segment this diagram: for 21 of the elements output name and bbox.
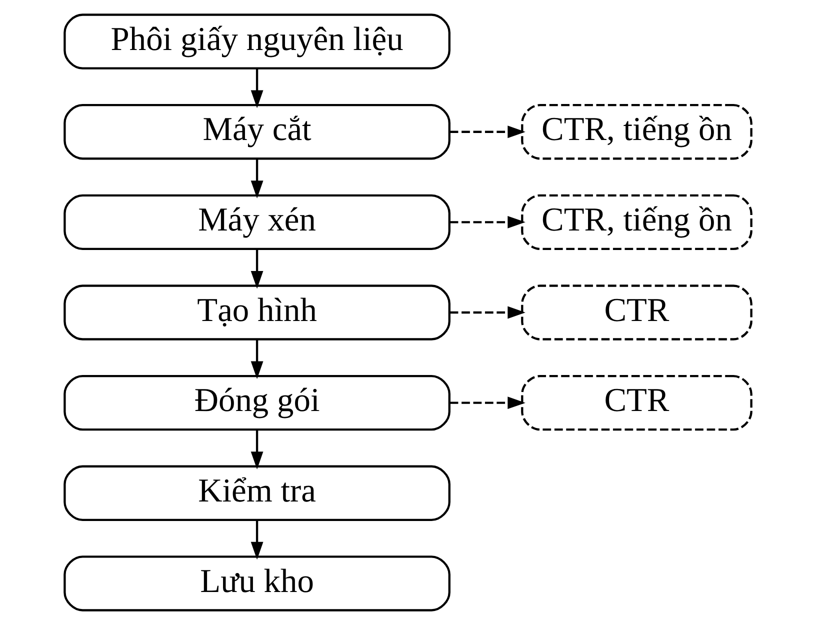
arrow <box>250 339 263 380</box>
arrow <box>449 396 525 410</box>
node-box: CTR, tiếng ồn <box>520 194 752 250</box>
arrow <box>250 249 263 289</box>
node-box: Máy xén <box>63 194 450 250</box>
node-box: CTR <box>520 374 752 431</box>
arrow <box>250 158 263 198</box>
node-box: Kiểm tra <box>63 465 450 521</box>
arrow <box>250 68 263 108</box>
node-box: CTR <box>520 284 752 340</box>
arrow <box>449 126 525 138</box>
node-box: CTR, tiếng ồn <box>520 104 752 160</box>
node-box: Máy cắt <box>63 104 450 160</box>
arrow <box>449 306 525 319</box>
arrow <box>250 520 263 560</box>
arrow <box>449 216 525 228</box>
arrow <box>250 430 263 470</box>
node-box: Đóng gói <box>63 374 450 431</box>
node-box: Tạo hình <box>63 284 450 340</box>
node-box: Lưu kho <box>63 556 450 612</box>
node-box: Phôi giấy nguyên liệu <box>63 14 450 70</box>
